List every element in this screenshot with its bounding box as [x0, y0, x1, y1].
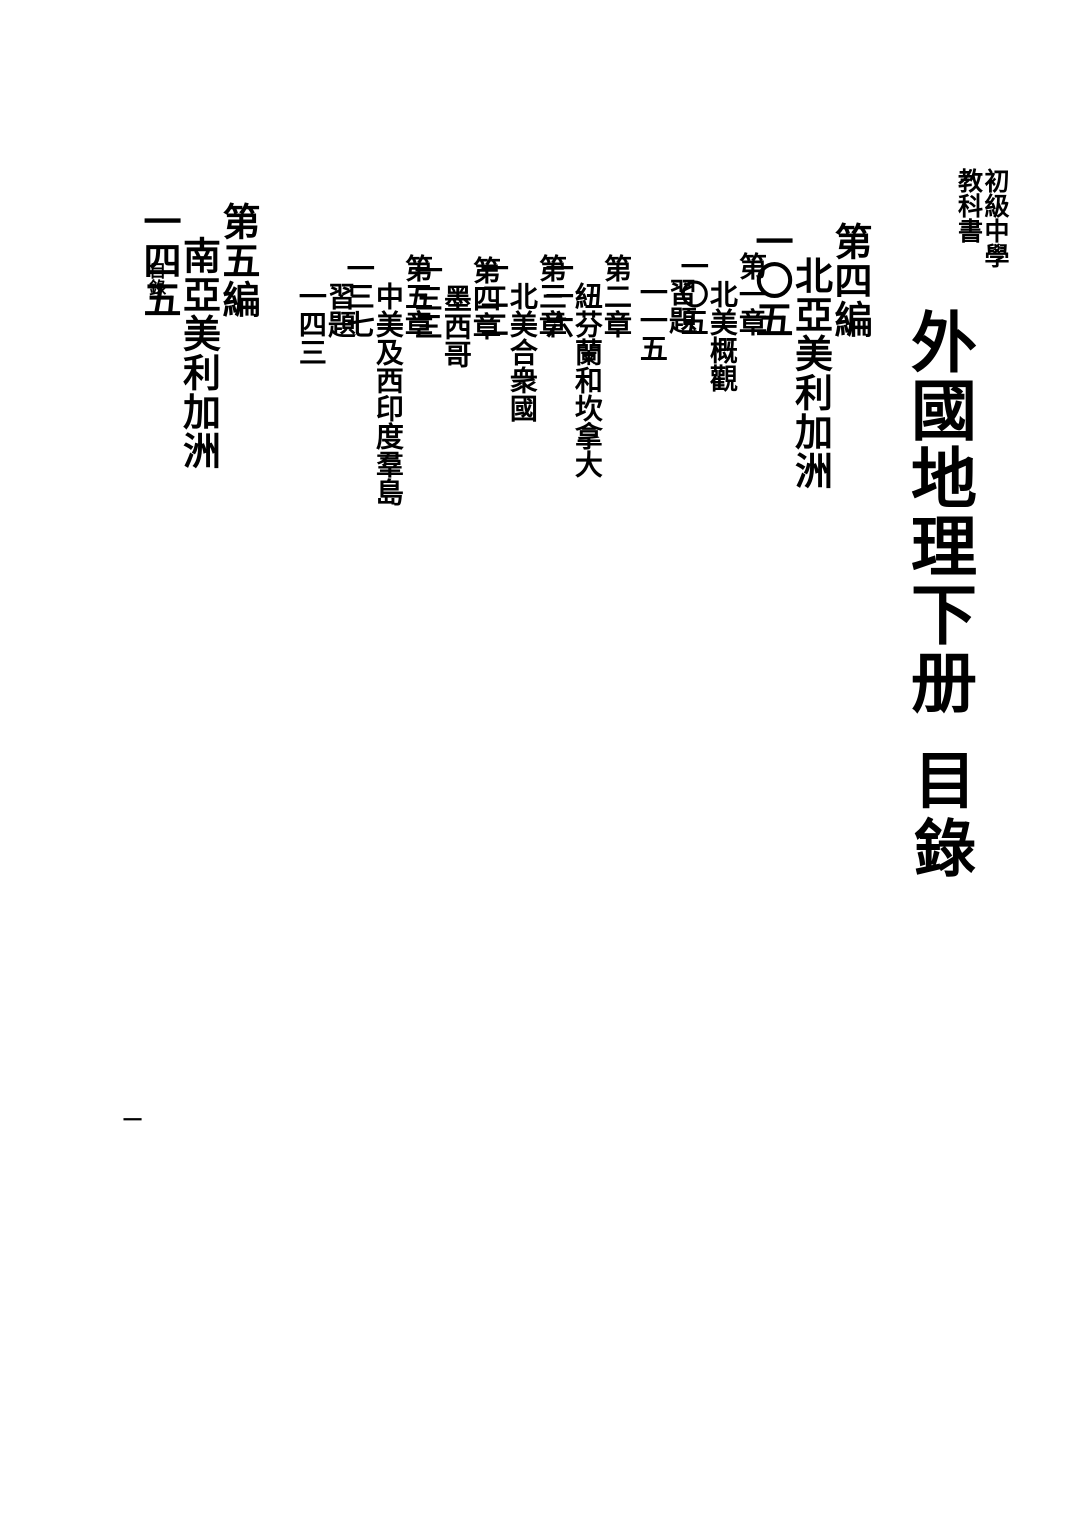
toc-entry-title: 北美概觀: [705, 280, 739, 392]
toc-entry-label: 第四章: [469, 256, 502, 340]
running-head: 目錄: [145, 262, 166, 296]
toc-entry[interactable]: 習題一一五: [632, 0, 698, 1535]
toc-entry-pagenumber: 一一五: [635, 278, 669, 362]
toc-entry[interactable]: 第五章中美及西印度羣島一三七: [343, 0, 434, 1535]
toc-entry[interactable]: 習題一四三: [291, 0, 357, 1535]
toc-entry-pagenumber: 一一六: [541, 254, 575, 338]
toc-entry[interactable]: 第五編南亞美利加洲一四五: [137, 0, 261, 1535]
toc-entry-title: 北美合衆國: [505, 282, 539, 422]
toc-entry-title: 南亞美利加洲: [176, 236, 222, 470]
book-title: 外國地理下册: [900, 308, 978, 716]
toc-entry-pagenumber: 一三七: [342, 254, 376, 338]
masthead-textbook-label: 教科書: [954, 168, 984, 243]
toc-entry-pagenumber: 一四五: [136, 202, 182, 319]
toc-entry-label: 第三章: [535, 254, 568, 338]
toc-entry-label: 第二章: [600, 254, 633, 338]
toc-entry-label: 第五章: [401, 254, 434, 338]
toc-entry[interactable]: 第四章墨西哥一三三: [411, 0, 502, 1535]
folio-number: 一: [120, 1110, 142, 1129]
toc-entry[interactable]: 第四編北亞美利加洲一〇五: [749, 0, 873, 1535]
toc-entry[interactable]: 第一章北美概觀一〇五: [677, 0, 768, 1535]
toc-entry-title: 北亞美利加洲: [788, 256, 834, 490]
toc-entry-pagenumber: 一二二: [476, 254, 510, 338]
toc-entry[interactable]: 第三章北美合衆國一二二: [477, 0, 568, 1535]
toc-entry-label: 習題: [665, 278, 698, 334]
toc-entry-label: 第五編: [216, 202, 261, 319]
toc-entry[interactable]: 第二章紐芬蘭和坎拿大一一六: [542, 0, 633, 1535]
masthead-series-label: 初級中學: [981, 168, 1010, 268]
toc-entry-title: 中美及西印度羣島: [371, 282, 405, 506]
toc-entry-pagenumber: 一四三: [294, 282, 328, 366]
toc-entry-title: 紐芬蘭和坎拿大: [570, 282, 604, 478]
toc-entry-pagenumber: 一〇五: [676, 252, 710, 336]
toc-entry-pagenumber: 一三三: [410, 256, 444, 340]
toc-entry-label: 習題: [324, 282, 357, 338]
series-masthead: 初級中學 教科書: [908, 168, 1011, 298]
toc-entry-label: 第四編: [828, 222, 873, 339]
toc-entry-label: 第一章: [735, 252, 768, 336]
toc-entry-pagenumber: 一〇五: [748, 222, 794, 339]
toc-entry-title: 墨西哥: [439, 284, 473, 368]
page-title: 目錄: [903, 748, 976, 884]
